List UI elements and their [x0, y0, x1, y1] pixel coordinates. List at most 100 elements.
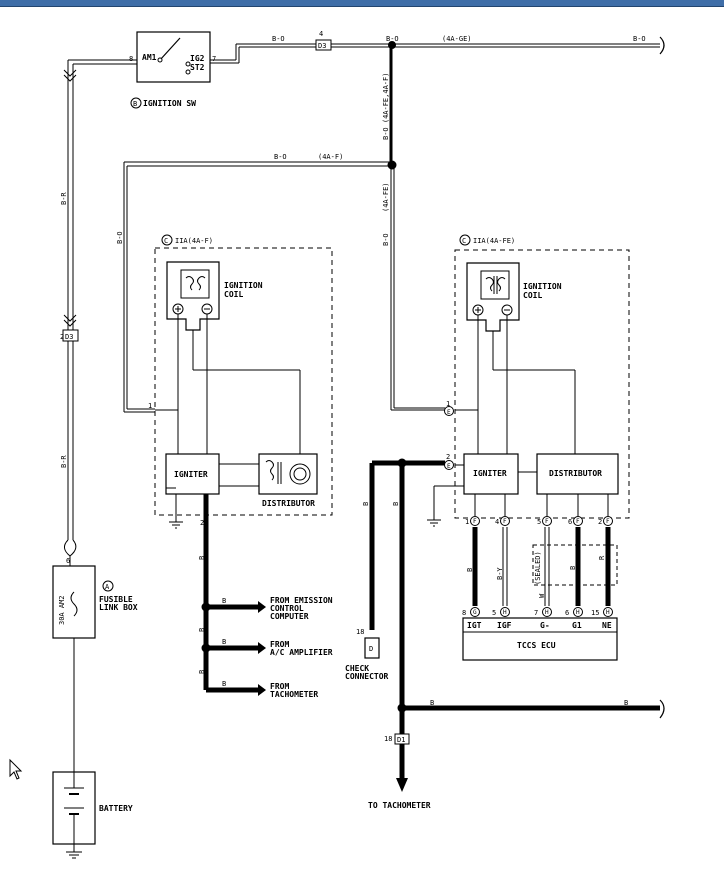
iia-4afe-enclosure	[454, 249, 630, 519]
wire-bo-top1: B-O	[272, 35, 285, 43]
wire-b-v1: B	[198, 628, 206, 632]
ignition-sw-label: IGNITION SW	[143, 99, 196, 108]
wire-b-long1: B	[430, 699, 434, 707]
window-title-bar	[0, 0, 724, 7]
fusible-l2: LINK BOX	[99, 603, 138, 612]
top-conn-f3: F	[545, 518, 549, 525]
ecu-num-5: 5	[492, 609, 496, 617]
top-conn-f1: F	[473, 518, 477, 525]
mouse-cursor-icon	[9, 758, 23, 780]
coil-winding-right	[480, 270, 510, 300]
ign-sw-am1: AM1	[142, 53, 157, 62]
igniter-right-box	[463, 453, 519, 495]
from-emission-l3: COMPUTER	[270, 612, 309, 621]
ign-coil-right-l2: COIL	[523, 291, 542, 300]
ign-coil-right-l1: IGNITION	[523, 282, 562, 291]
to-tachometer: TO TACHOMETER	[368, 801, 431, 810]
from-emission-l1: FROM EMISSION	[270, 596, 333, 605]
conn-f-markers	[470, 516, 613, 526]
ground-icon	[169, 521, 183, 529]
wire-b-long2: B	[624, 699, 628, 707]
iia-ref-right: C	[462, 237, 466, 245]
ecu-conn-h4: H	[606, 609, 610, 616]
wire-bo-vertical	[389, 46, 445, 411]
fusible-pin: 6	[66, 557, 70, 565]
connector-d3-top	[315, 39, 332, 51]
ecu-pin-igf: IGF	[497, 621, 512, 630]
fusible-ref: A	[105, 583, 110, 591]
wire-br-left	[64, 59, 137, 566]
wire-b-right	[369, 460, 660, 780]
from-ac-l1: FROM	[270, 640, 289, 649]
junction-top	[388, 41, 396, 49]
wire-bo-left: B-O	[116, 231, 124, 244]
conn-gh-markers	[470, 607, 613, 617]
distributor-right-label: DISTRIBUTOR	[549, 469, 602, 478]
wire-b2: B	[222, 638, 226, 646]
pin-2-left: 2	[200, 519, 204, 527]
ecu-pin-ne: NE	[602, 621, 612, 630]
wire-ecu-b: B	[466, 568, 474, 572]
ign-sw-ig2: IG2	[190, 54, 205, 63]
ignition-switch-lever	[159, 37, 181, 61]
wire-break-bottom	[659, 699, 665, 719]
fusible-fuse: 30A AM2	[58, 595, 66, 625]
tccs-ecu-box	[462, 617, 618, 661]
ecu-num-7: 7	[534, 609, 538, 617]
check-pin: 18	[356, 628, 364, 636]
fuse-icon	[70, 591, 78, 617]
wire-b3: B	[222, 680, 226, 688]
ecu-conn-h2: H	[545, 609, 549, 616]
ecu-conn-g: G	[473, 609, 477, 616]
igniter-left-label: IGNITER	[174, 470, 208, 479]
ecu-pin-g-minus: G-	[540, 621, 550, 630]
d3-left-label: D3	[65, 333, 73, 341]
iia-4af-enclosure	[154, 247, 333, 516]
wire-ecu-w: W	[538, 593, 546, 598]
chevron-down-icon	[63, 314, 77, 322]
chevron-down-icon	[63, 319, 77, 327]
fusible-link-box	[52, 565, 96, 639]
pin-1-right: 1	[446, 400, 450, 408]
wire-b-right-top: B	[392, 502, 400, 506]
ecu-num-8: 8	[462, 609, 466, 617]
ign-sw-ref: B	[133, 100, 137, 108]
ecu-num-15: 15	[591, 609, 599, 617]
ignition-coil-left	[166, 261, 220, 331]
top-pin-6: 6	[568, 518, 572, 526]
ref-c-marker-right	[459, 234, 471, 246]
arrow-left-icon	[258, 642, 266, 654]
iia-4afe-label: IIA(4A-FE)	[473, 237, 515, 245]
top-conn-f5: F	[606, 518, 610, 525]
top-pin-4: 4	[495, 518, 499, 526]
wire-ecu-b2: B	[569, 566, 577, 570]
iia-ref-left: C	[164, 237, 168, 245]
ref-b-marker	[130, 97, 142, 109]
pin-1-left: 1	[148, 402, 152, 410]
d3-top-pin: 4	[319, 30, 323, 38]
top-conn-f4: F	[576, 518, 580, 525]
wire-vert-4afe: B-O (4A-FE,4A-F)	[382, 73, 390, 140]
ign-sw-st2: ST2	[190, 63, 205, 72]
ref-a-marker	[102, 580, 114, 592]
junction-mid	[387, 160, 397, 170]
battery-icon	[64, 772, 84, 844]
conn-e-1: E	[447, 409, 451, 416]
wire-b-check: B	[362, 502, 370, 506]
check-connector-box	[364, 637, 380, 659]
top-conn-f2: F	[503, 518, 507, 525]
wire-bo-top2: B-O	[386, 35, 399, 43]
ignition-switch-box	[136, 31, 211, 83]
ecu-title: TCCS ECU	[517, 641, 556, 650]
ignition-coil-right	[466, 262, 520, 332]
wire-bo-top-right: B-O	[633, 35, 646, 43]
ign-sw-pin-right: 7	[212, 55, 216, 63]
d1-label: D1	[397, 736, 405, 744]
battery-label: BATTERY	[99, 804, 133, 813]
igniter-right-label: IGNITER	[473, 469, 507, 478]
check-ref: D	[369, 645, 373, 653]
iia-4af-label: IIA(4A-F)	[175, 237, 213, 245]
connector-d1	[394, 733, 410, 745]
distributor-pickup-icon	[265, 460, 311, 485]
